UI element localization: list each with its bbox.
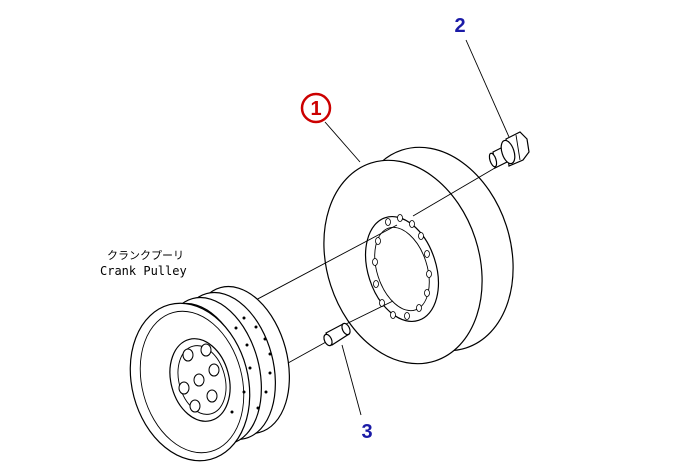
pulley-bolt-holes [178, 343, 220, 413]
pulley-rim-holes [230, 316, 272, 414]
damper-bolt-holes [372, 214, 432, 320]
leader-lines [324, 39, 510, 416]
damper-ring [323, 146, 514, 365]
callout-1: 1 [300, 92, 332, 124]
dowel-pin [323, 322, 351, 347]
callout-1-circle [300, 92, 332, 124]
crank-pulley [129, 285, 290, 462]
part-label-japanese: クランクプーリ [107, 249, 184, 262]
callout-3-label: 3 [361, 421, 372, 443]
part-label-english: Crank Pulley [100, 264, 187, 278]
callout-2-label: 2 [454, 15, 465, 37]
callout-1-label: 1 [310, 98, 321, 120]
bolt [488, 131, 530, 169]
